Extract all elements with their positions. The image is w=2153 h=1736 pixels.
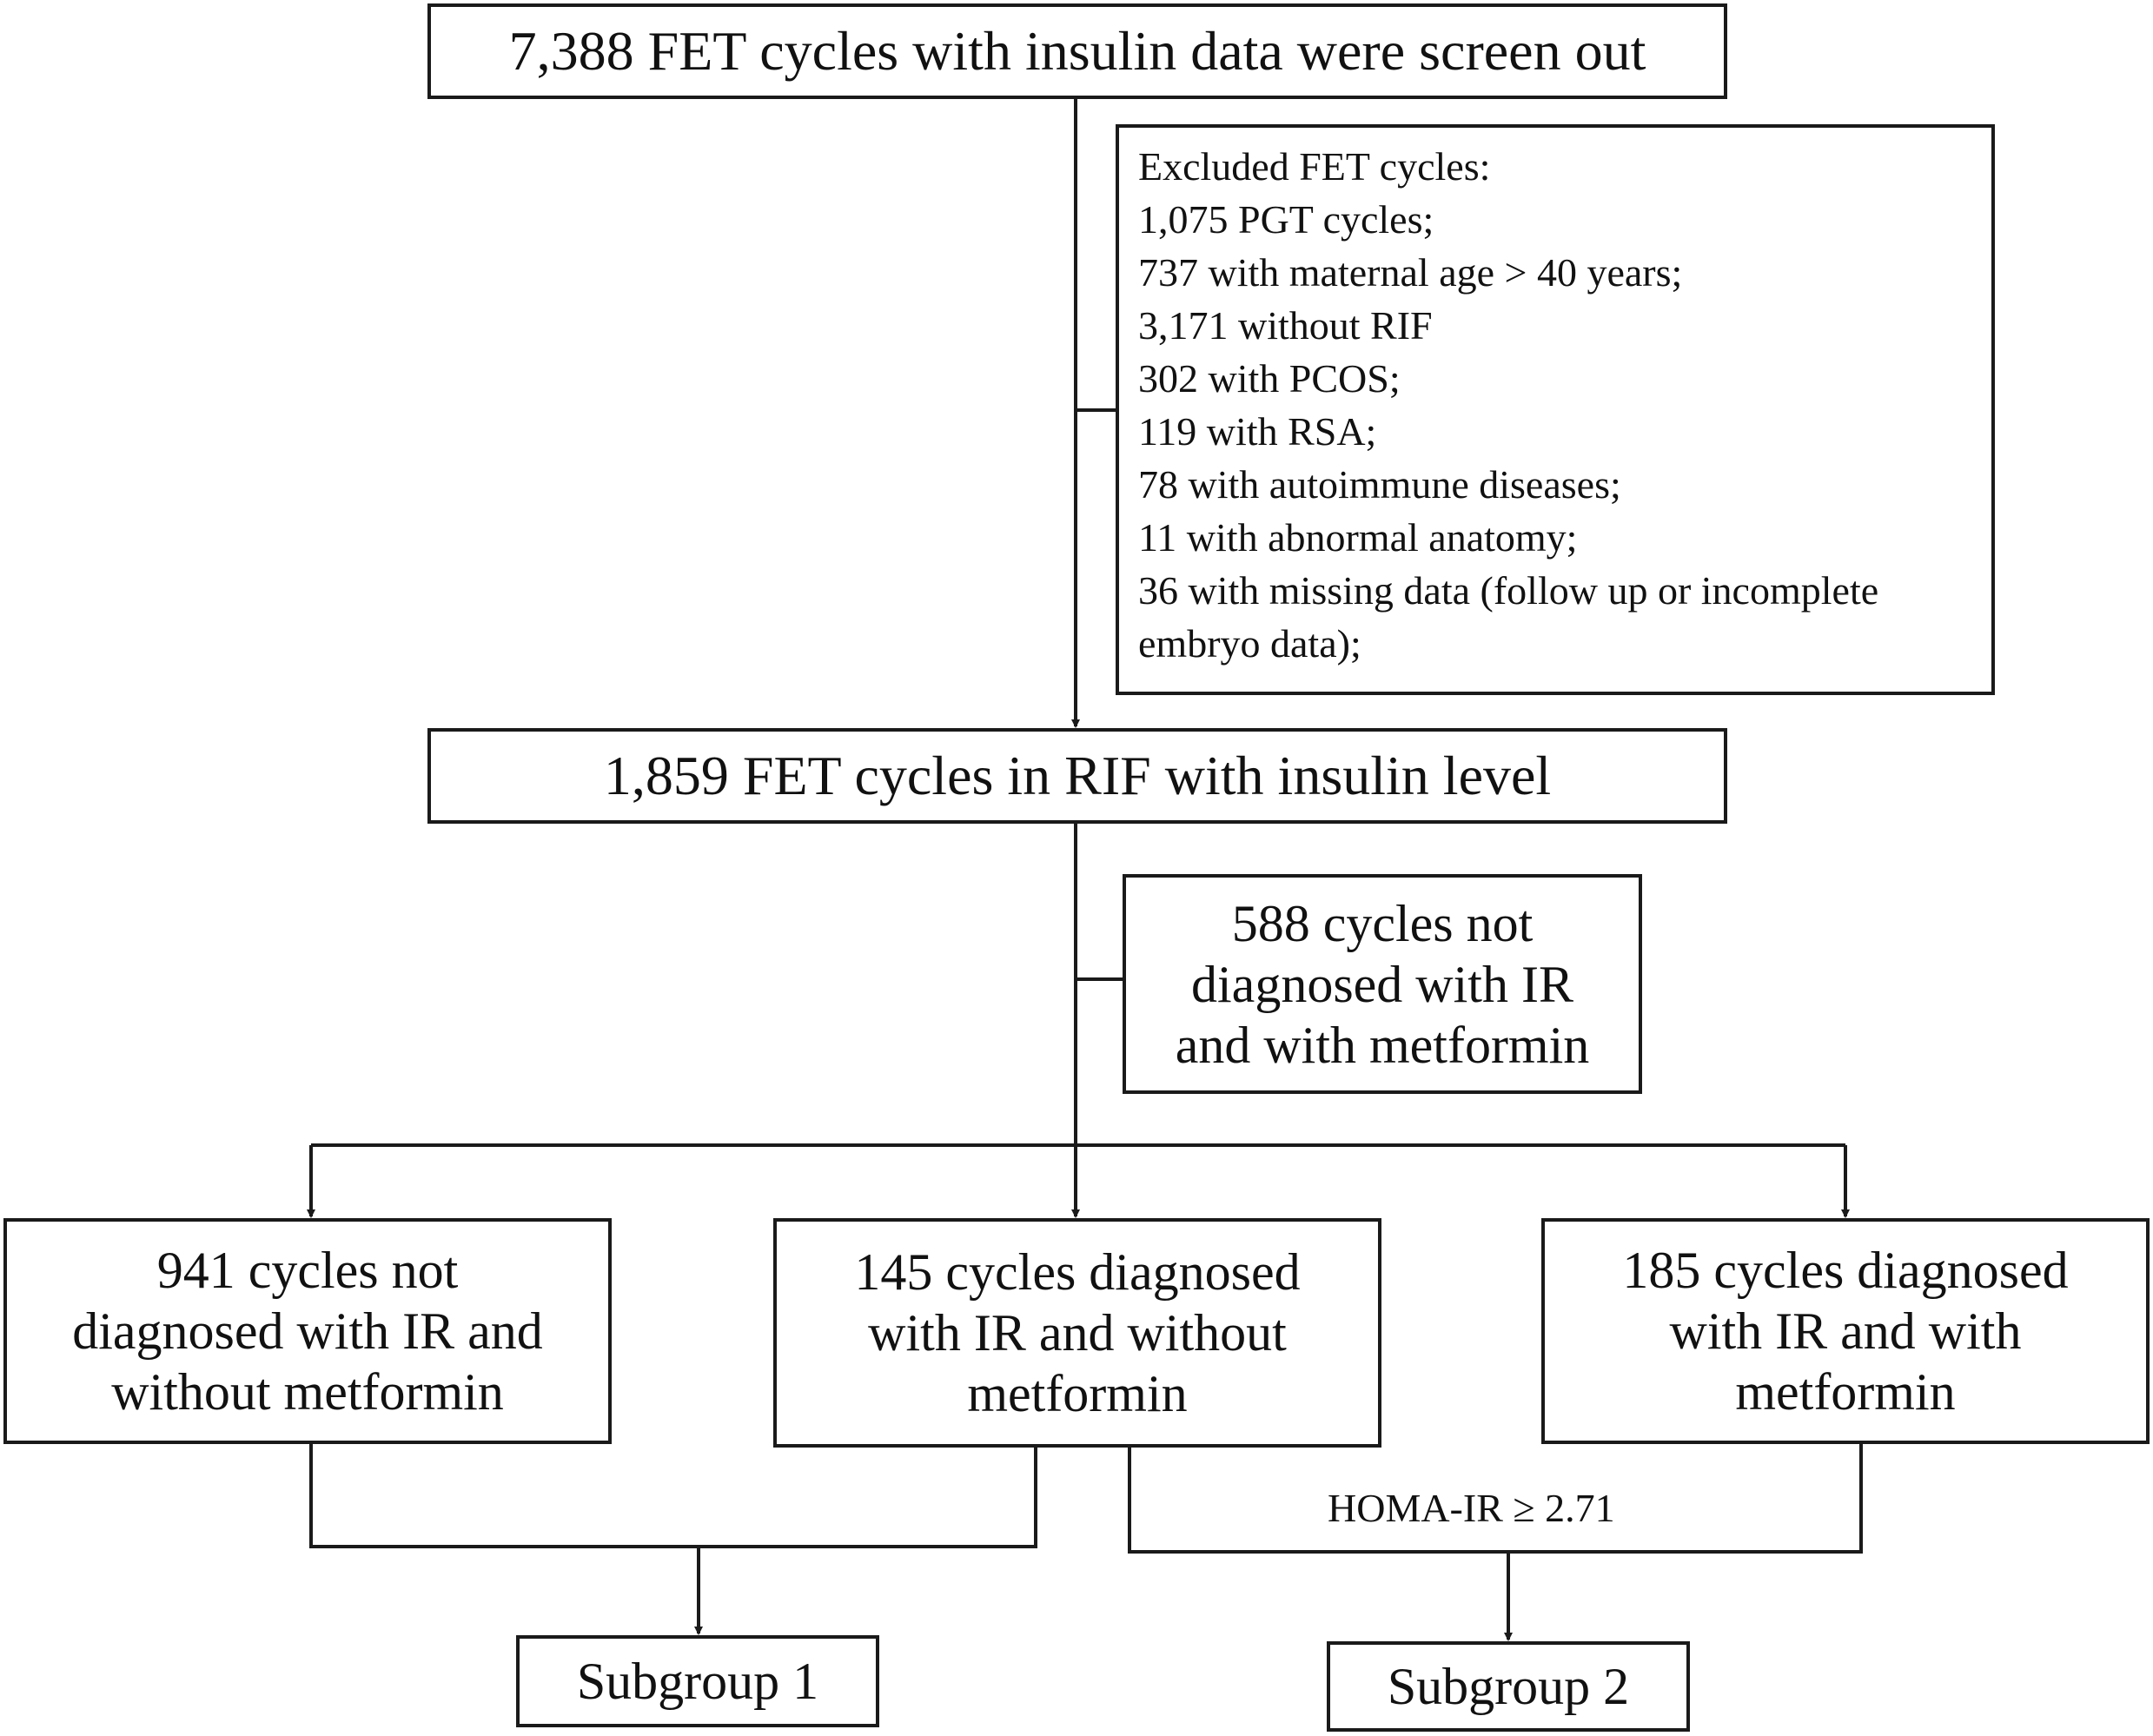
subgroup-2-text: Subgroup 2 [1387, 1658, 1630, 1715]
group-ir-with-metformin-box: 185 cycles diagnosed with IR and with me… [1541, 1218, 2150, 1444]
exclusion-line: 3,171 without RIF [1138, 303, 1433, 348]
group-ir-without-metformin-box: 145 cycles diagnosed with IR and without… [773, 1218, 1381, 1448]
box-line: without metformin [111, 1363, 504, 1421]
box-line: metformin [967, 1365, 1188, 1422]
exclusion-line: 11 with abnormal anatomy; [1138, 515, 1578, 560]
box-line: and with metformin [1175, 1016, 1590, 1074]
exclusion-line: 1,075 PGT cycles; [1138, 197, 1434, 242]
exclusion-line: 302 with PCOS; [1138, 356, 1401, 401]
exclusion-line: embryo data); [1138, 621, 1361, 666]
box-line: with IR and without [868, 1304, 1287, 1362]
screened-cycles-text: 7,388 FET cycles with insulin data were … [508, 20, 1646, 82]
box-line: with IR and with [1669, 1302, 2022, 1360]
box-line: 941 cycles not [156, 1242, 459, 1299]
exclusion-box: Excluded FET cycles: 1,075 PGT cycles; 7… [1116, 124, 1995, 695]
rif-cycles-box: 1,859 FET cycles in RIF with insulin lev… [427, 728, 1727, 824]
exclusion-line: 119 with RSA; [1138, 409, 1377, 454]
exclusion-line: Excluded FET cycles: [1138, 144, 1491, 189]
exclusion-line: 78 with autoimmune diseases; [1138, 462, 1621, 507]
box-line: 588 cycles not [1231, 894, 1534, 952]
not-ir-with-metformin-box: 588 cycles not diagnosed with IR and wit… [1123, 874, 1642, 1094]
box-line: diagnosed with IR [1191, 955, 1573, 1013]
group-not-ir-without-metformin-box: 941 cycles not diagnosed with IR and wit… [3, 1218, 612, 1444]
subgroup-2-box: Subgroup 2 [1327, 1641, 1690, 1732]
box-line: 145 cycles diagnosed [854, 1243, 1301, 1301]
homa-ir-threshold-label: HOMA-IR ≥ 2.71 [1328, 1486, 1615, 1530]
box-line: metformin [1735, 1363, 1956, 1421]
box-line: 185 cycles diagnosed [1622, 1242, 2069, 1299]
bracket-subgroup-1 [309, 1442, 1037, 1548]
rif-cycles-text: 1,859 FET cycles in RIF with insulin lev… [603, 745, 1552, 806]
screened-cycles-box: 7,388 FET cycles with insulin data were … [427, 3, 1727, 99]
exclusion-line: 737 with maternal age > 40 years; [1138, 250, 1683, 295]
subgroup-1-box: Subgroup 1 [516, 1635, 879, 1727]
bracket-subgroup-2 [1128, 1442, 1863, 1554]
exclusion-line: 36 with missing data (follow up or incom… [1138, 568, 1879, 613]
box-line: diagnosed with IR and [72, 1302, 543, 1360]
subgroup-1-text: Subgroup 1 [576, 1653, 819, 1710]
